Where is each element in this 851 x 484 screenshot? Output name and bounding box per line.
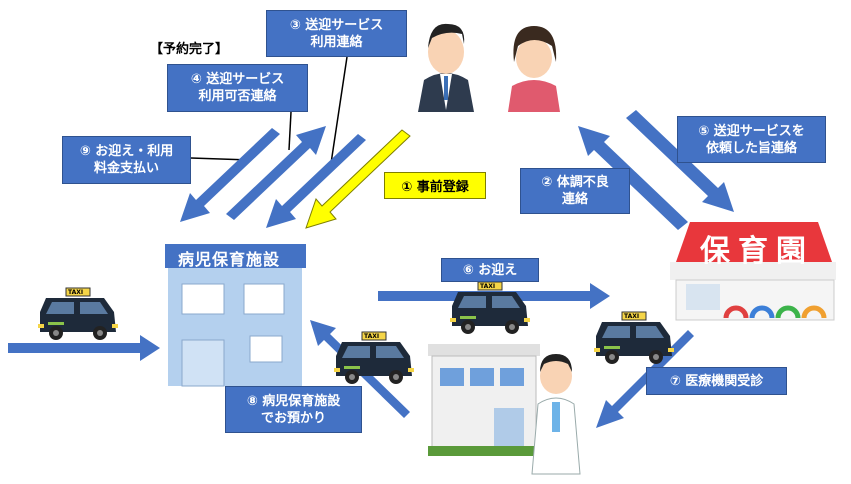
step-8-box: ⑧ 病児保育施設 でお預かり <box>225 386 362 433</box>
nursery-building-icon <box>670 222 836 321</box>
step-2-box: ② 体調不良 連絡 <box>520 168 630 214</box>
taxi-sign: TAXI <box>68 289 84 296</box>
step-3-box: ③ 送迎サービス 利用連絡 <box>266 10 407 57</box>
step-3-line-2: 利用連絡 <box>310 34 363 50</box>
nursery-sign-3: 園 <box>776 234 806 269</box>
step-6-box: ⑥ お迎え <box>441 258 539 282</box>
step-9-line-2: 料金支払い <box>93 161 159 176</box>
status-label: 【予約完了】 <box>150 42 229 57</box>
step-9-box: ⑨ お迎え・利用 料金支払い <box>62 136 191 184</box>
step-9-line-1: ⑨ お迎え・利用 <box>79 144 174 159</box>
taxi-sign: TAXI <box>480 283 496 290</box>
step-5-line-2: 依頼した旨連絡 <box>705 140 797 156</box>
step-2-line-2: 連絡 <box>561 192 588 207</box>
step-2-line-1: ② 体調不良 <box>541 175 609 190</box>
step-5-box: ⑤ 送迎サービスを 依頼した旨連絡 <box>677 116 826 163</box>
nursery-sign-1: 保 <box>700 234 730 269</box>
step-6-line-1: ⑥ お迎え <box>462 262 518 278</box>
registration-arrow <box>305 129 411 229</box>
clinic-building-icon <box>428 344 540 456</box>
flow-arrows-left <box>180 126 366 228</box>
nursery-sign-2: 育 <box>738 234 768 269</box>
taxi-sign: TAXI <box>364 333 380 340</box>
step-4-line-1: ④ 送迎サービス <box>190 72 285 87</box>
step-1-box: ① 事前登録 <box>384 172 486 199</box>
step-8-line-2: でお預かり <box>260 410 326 426</box>
step-5-line-1: ⑤ 送迎サービスを <box>698 123 805 139</box>
step-4-line-2: 利用可否連絡 <box>198 89 277 104</box>
step-4-box: ④ 送迎サービス 利用可否連絡 <box>167 64 308 112</box>
doctor-icon <box>531 354 581 475</box>
step-7-line-1: ⑦ 医療機関受診 <box>669 373 764 389</box>
step-8-line-1: ⑧ 病児保育施設 <box>246 393 341 409</box>
facility-building-icon <box>165 244 306 387</box>
step-7-box: ⑦ 医療機関受診 <box>646 367 787 395</box>
taxi-sign: TAXI <box>624 313 640 320</box>
parents-icon <box>418 23 560 112</box>
facility-label: 病児保育施設 <box>178 250 281 269</box>
step-1-line-1: ① 事前登録 <box>401 180 469 195</box>
step-3-line-1: ③ 送迎サービス <box>289 17 384 33</box>
